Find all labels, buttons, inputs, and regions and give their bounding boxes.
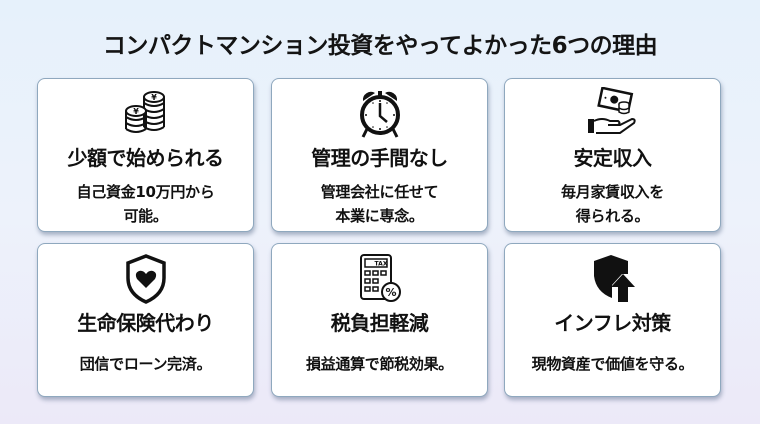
card-description-line: 毎月家賃収入を (561, 183, 664, 201)
reason-card-inflation-hedge: インフレ対策 現物資産で価値を守る。 (504, 243, 721, 397)
shield-heart-icon (119, 252, 173, 306)
card-description-line: 損益通算で節税効果。 (305, 355, 453, 373)
card-heading: 安定収入 (573, 146, 653, 170)
reason-card-no-management: 管理の手間なし 管理会社に任せて 本業に専念。 (271, 78, 488, 232)
card-description-line: 本業に専念。 (335, 207, 424, 225)
card-description-line: 自己資金10万円から (76, 183, 215, 201)
card-description-line: 得られる。 (575, 207, 650, 225)
page-title: コンパクトマンション投資をやってよかった6つの理由 (102, 33, 658, 59)
reason-card-small-investment: ¥ ¥ 少額で始められる 自己資金10万円から 可能。 (37, 78, 254, 232)
card-description-line: 管理会社に任せて (320, 183, 439, 201)
svg-text:¥: ¥ (133, 107, 139, 116)
alarm-clock-icon (353, 87, 407, 141)
card-heading: インフレ対策 (554, 311, 671, 335)
svg-text:%: % (385, 286, 396, 299)
card-heading: 生命保険代わり (77, 311, 214, 335)
card-description-line: 現物資産で価値を守る。 (531, 355, 694, 373)
hand-money-icon (586, 86, 640, 141)
card-description: 損益通算で節税効果。 (272, 352, 487, 376)
svg-text:¥: ¥ (151, 93, 157, 102)
card-description: 管理会社に任せて 本業に専念。 (272, 180, 487, 228)
tax-calculator-icon: TAX % (353, 252, 407, 306)
card-description: 毎月家賃収入を 得られる。 (505, 180, 720, 228)
card-heading: 管理の手間なし (311, 146, 448, 170)
card-description: 団信でローン完済。 (38, 352, 253, 376)
reason-card-life-insurance: 生命保険代わり 団信でローン完済。 (37, 243, 254, 397)
card-heading: 税負担軽減 (330, 311, 429, 335)
yen-coins-icon: ¥ ¥ (119, 87, 173, 141)
reason-card-tax-reduction: TAX % 税負担軽減 損益通算で節税効果。 (271, 243, 488, 397)
card-description: 自己資金10万円から 可能。 (38, 180, 253, 228)
card-description-line: 団信でローン完済。 (79, 355, 212, 373)
svg-text:TAX: TAX (374, 261, 387, 268)
card-description: 現物資産で価値を守る。 (505, 352, 720, 376)
reason-card-stable-income: 安定収入 毎月家賃収入を 得られる。 (504, 78, 721, 232)
card-description-line: 可能。 (123, 207, 168, 225)
shield-arrow-up-icon (586, 252, 640, 306)
card-heading: 少額で始められる (67, 146, 225, 170)
